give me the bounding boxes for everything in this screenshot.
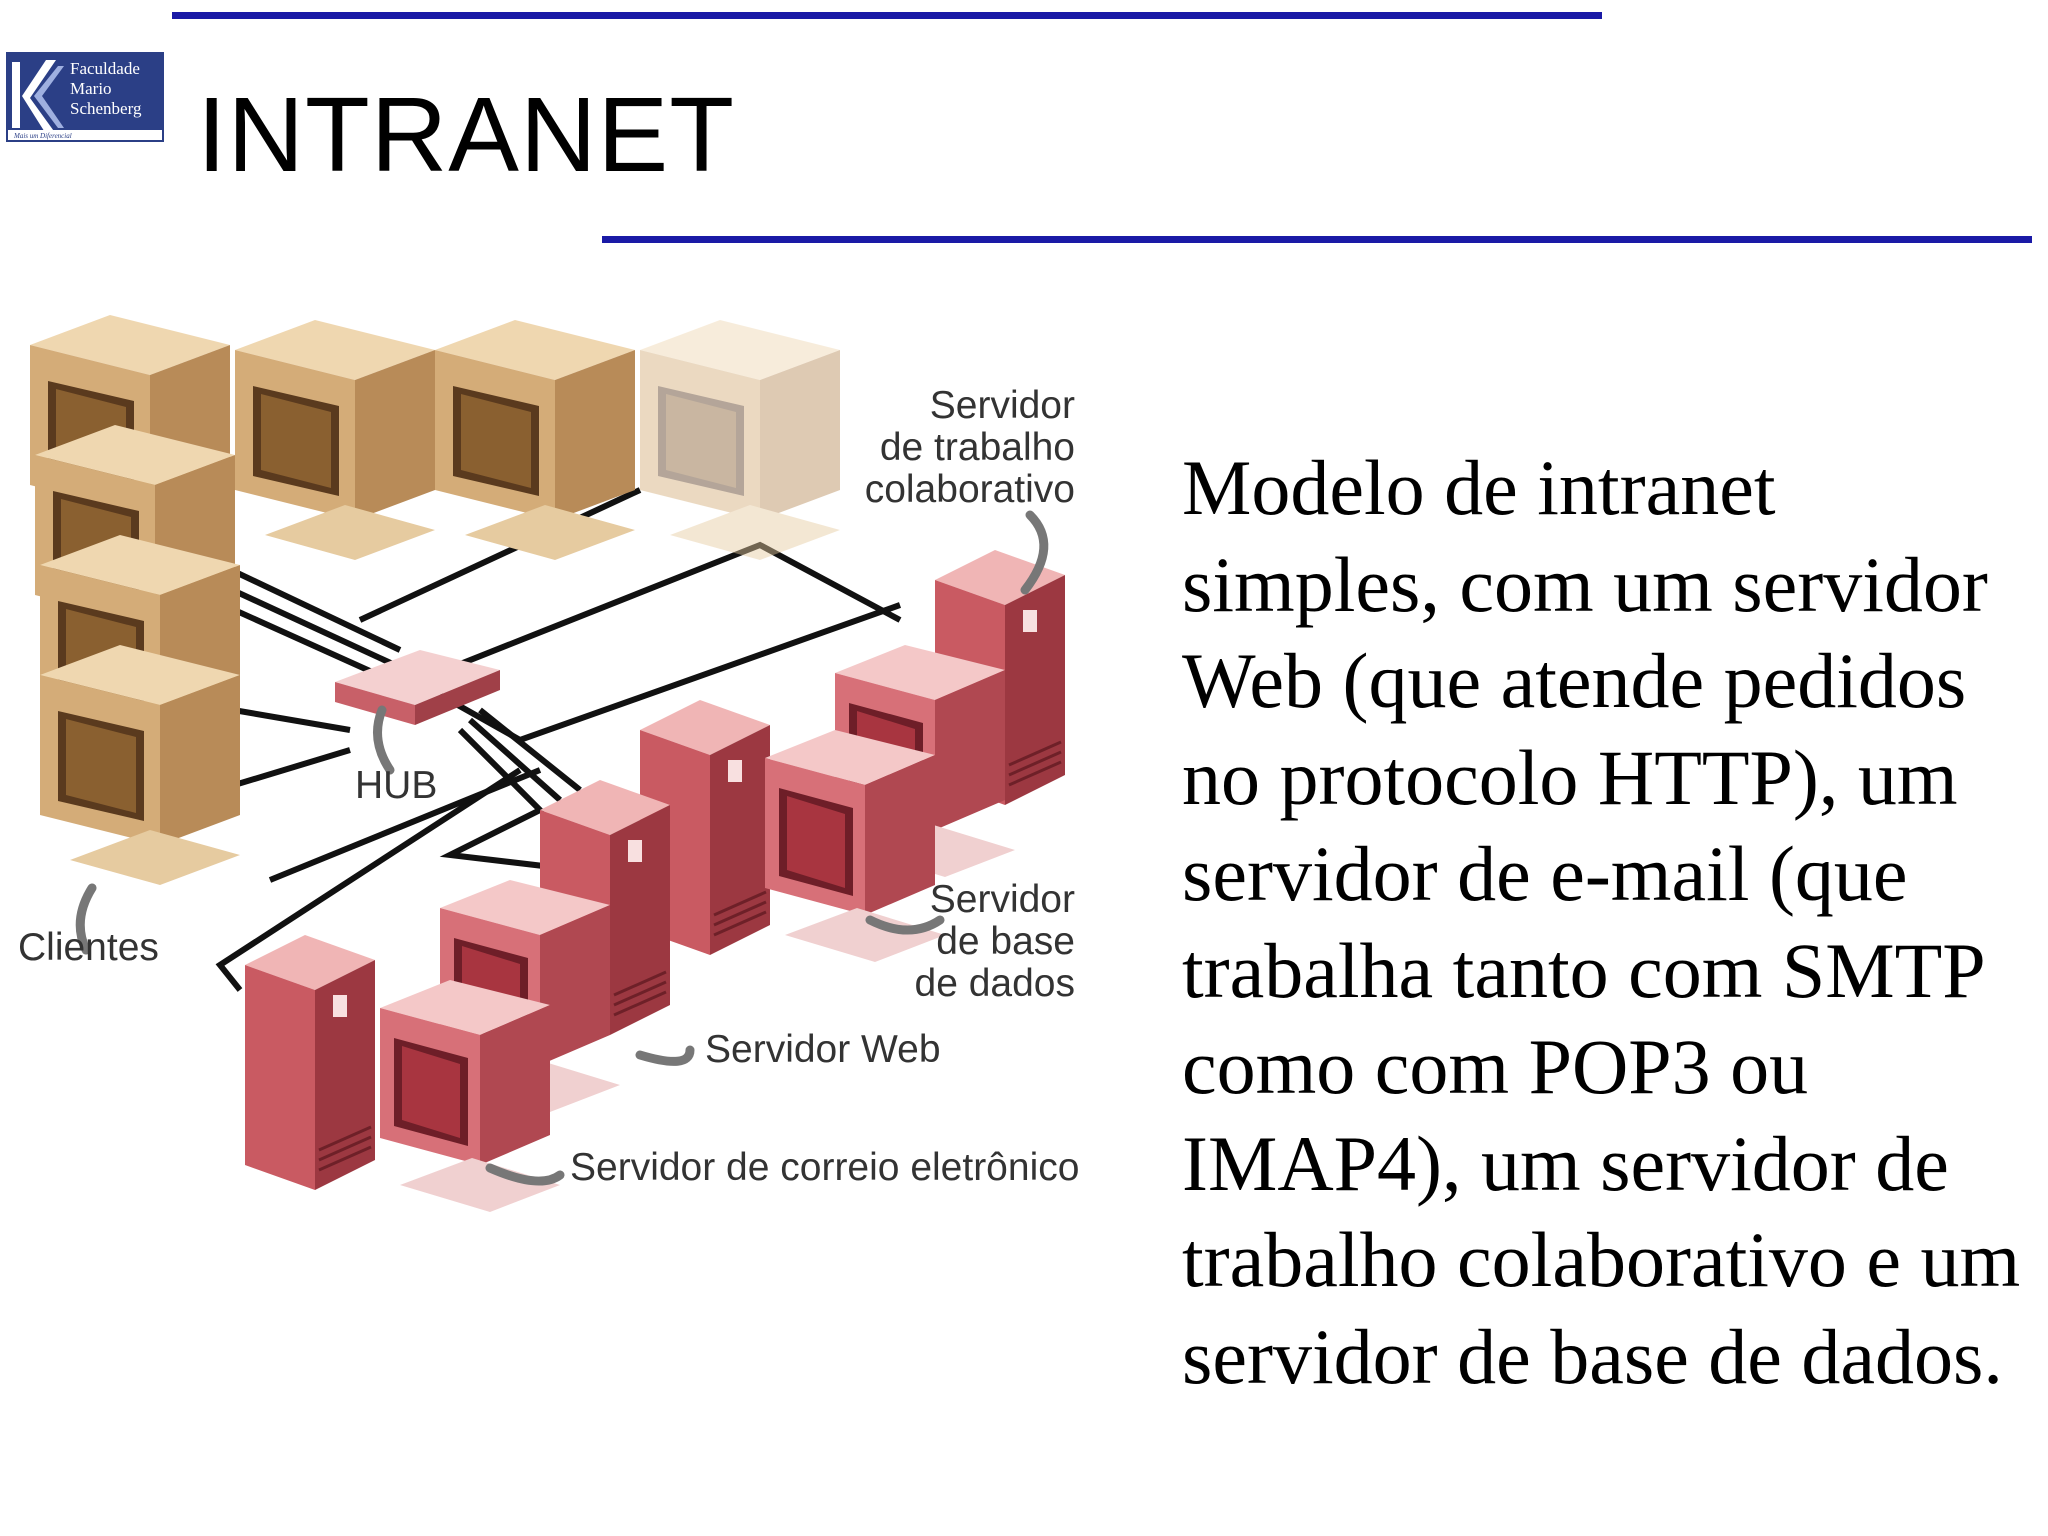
label-db-2: de base	[936, 920, 1075, 963]
client-computer	[235, 320, 435, 560]
label-hub: HUB	[355, 764, 437, 807]
intranet-diagram: Servidor de trabalho colaborativo HUB Cl…	[18, 315, 1079, 1212]
label-db-3: de dados	[915, 962, 1075, 1005]
label-db-1: Servidor	[930, 878, 1075, 921]
logo-line-2: Mario	[70, 79, 112, 98]
slide-description: Modelo de intranet simples, com um servi…	[1182, 444, 2021, 1400]
label-collab-1: Servidor	[930, 384, 1075, 427]
label-web: Servidor Web	[705, 1028, 941, 1071]
arrow-web	[635, 1045, 695, 1066]
client-computer	[435, 320, 635, 560]
logo-line-3: Schenberg	[70, 99, 142, 118]
top-divider	[172, 12, 1602, 19]
k-monogram-icon	[12, 60, 64, 134]
label-mail: Servidor de correio eletrônico	[570, 1146, 1079, 1189]
arrow-collab	[1020, 510, 1049, 595]
client-computer	[40, 645, 240, 885]
mail-server	[243, 933, 377, 1192]
arrow-clients	[75, 883, 97, 955]
label-collab-2: de trabalho	[880, 426, 1075, 469]
slide-title: INTRANET	[197, 76, 735, 194]
logo-tagline: Mais um Diferencial	[13, 132, 72, 140]
label-clients: Clientes	[18, 926, 159, 969]
hub-device	[335, 650, 500, 725]
client-computer	[640, 320, 840, 560]
arrow-database	[865, 915, 945, 935]
arrow-mail	[485, 1163, 565, 1186]
label-collab-3: colaborativo	[865, 468, 1075, 511]
logo-line-1: Faculdade	[70, 59, 140, 78]
faculdade-logo: Faculdade Mario Schenberg Mais um Difere…	[6, 52, 164, 142]
arrow-hub	[373, 705, 395, 775]
title-underline	[602, 236, 2032, 243]
